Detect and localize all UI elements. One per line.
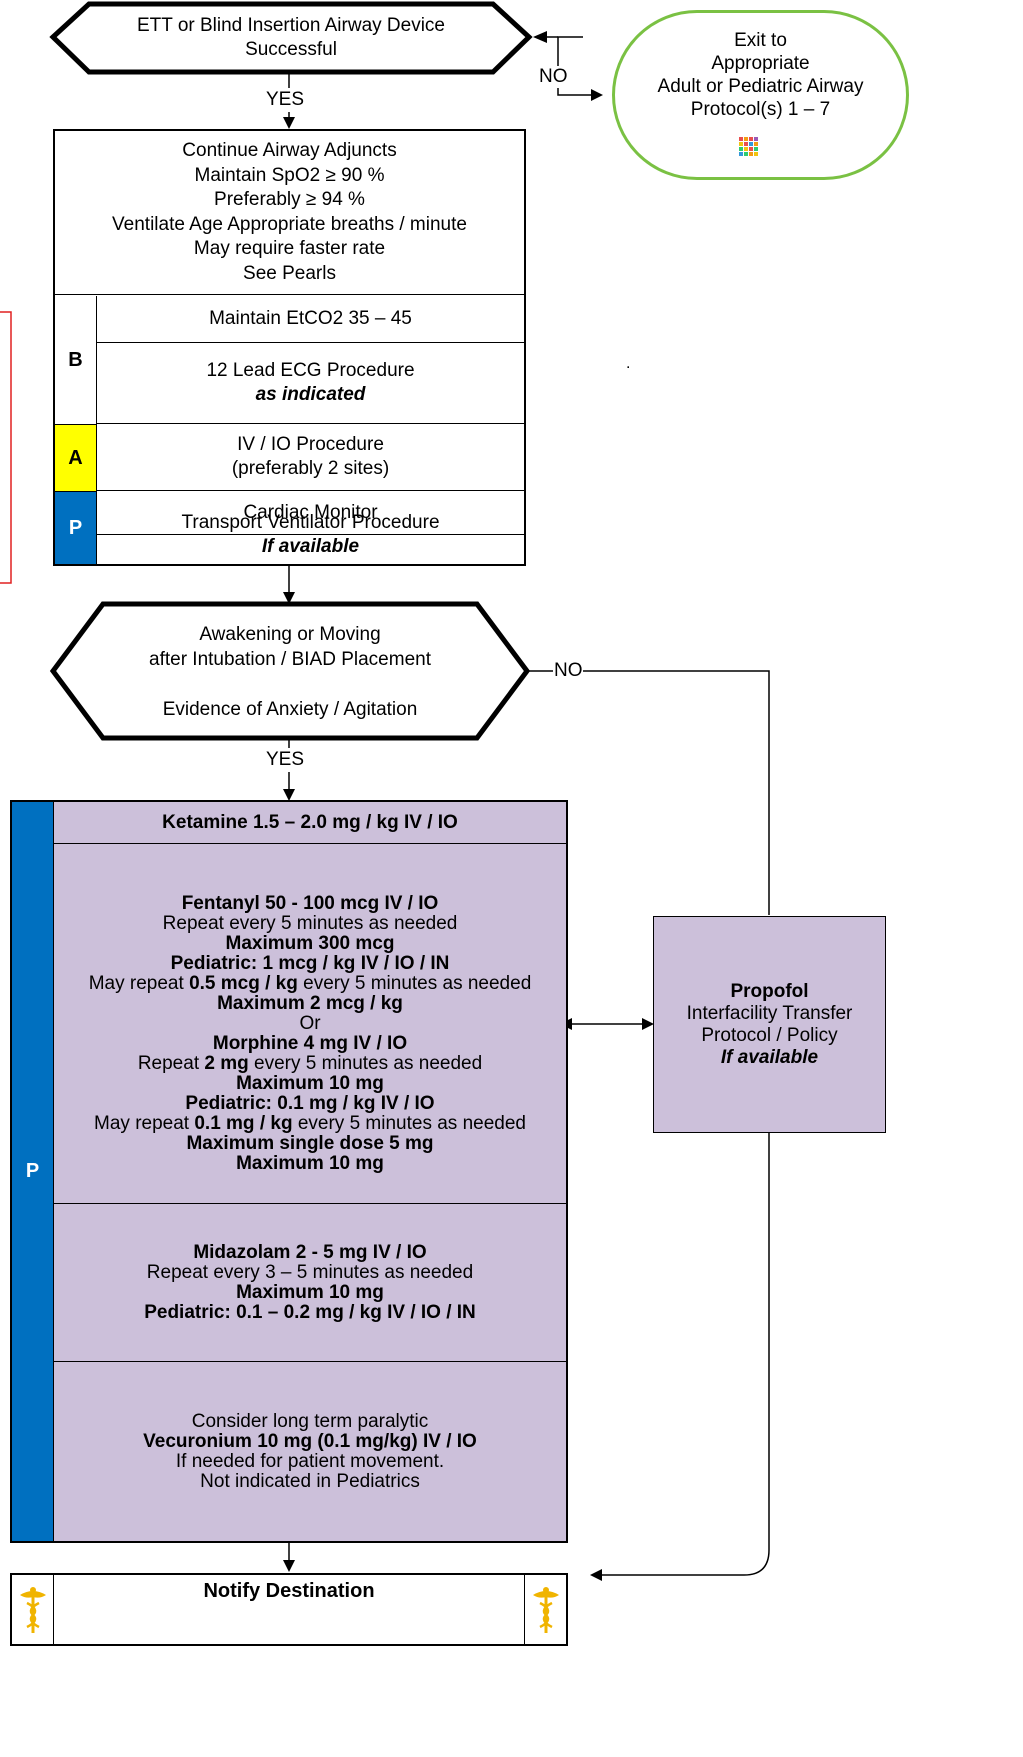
etco2-row: Maintain EtCO2 35 – 45 (97, 296, 524, 343)
continue-line-1: Continue Airway Adjuncts (182, 140, 397, 161)
morphine-l3: Maximum 10 mg (236, 1072, 384, 1094)
vent-text: Transport Ventilator Procedure (181, 512, 440, 533)
level-p-badge: P (55, 491, 97, 564)
decision-mid-text: Awakening or Moving after Intubation / B… (103, 622, 477, 722)
iv-row: IV / IO Procedure (preferably 2 sites) (97, 424, 524, 491)
vecuronium-l3: If needed for patient movement. (175, 1450, 445, 1472)
morphine-l5: May repeat 0.1 mg / kg every 5 minutes a… (94, 1112, 526, 1134)
propofol-l2: Interfacility Transfer (686, 1002, 853, 1024)
continue-line-2: Maintain SpO2 ≥ 90 % (194, 164, 385, 186)
ecg-text: 12 Lead ECG Procedure (206, 360, 415, 381)
continue-line-6: See Pearls (243, 262, 336, 284)
notify-destination-box[interactable]: Notify Destination (10, 1573, 568, 1646)
decision-mid-line3: Evidence of Anxiety / Agitation (162, 699, 418, 720)
level-a-badge: A (55, 424, 97, 491)
medications-box: P Ketamine 1.5 – 2.0 mg / kg IV / IO Fen… (10, 800, 568, 1543)
decision-top-no-label: NO (539, 66, 568, 88)
vecuronium-row: Consider long term paralytic Vecuronium … (54, 1362, 566, 1541)
decision-top-shape (49, 1, 533, 75)
meds-level-p-badge: P (12, 802, 54, 1541)
exit-line-2: Appropriate (711, 53, 810, 74)
continue-airway-text: Continue Airway Adjuncts Maintain SpO2 ≥… (55, 139, 524, 295)
vecuronium-l1: Consider long term paralytic (191, 1410, 429, 1432)
fentanyl-morphine-row: Fentanyl 50 - 100 mcg IV / IO Repeat eve… (54, 844, 566, 1204)
exit-box[interactable]: Exit to Appropriate Adult or Pediatric A… (612, 10, 909, 180)
fentanyl-or: Or (299, 1012, 321, 1034)
iv-note: (preferably 2 sites) (231, 458, 390, 479)
decision-mid-no-label: NO (554, 660, 583, 682)
vent-note: If available (261, 536, 360, 557)
decision-mid-line1: Awakening or Moving (199, 624, 381, 645)
caduceus-icon (19, 1586, 46, 1633)
fentanyl-l3: Maximum 300 mcg (225, 932, 395, 954)
level-b-badge: B (55, 296, 97, 424)
notify-title: Notify Destination (203, 1580, 375, 1602)
ecg-row: 12 Lead ECG Procedure as indicated (97, 343, 524, 424)
morphine-l2: Repeat 2 mg every 5 minutes as needed (137, 1052, 483, 1074)
caduceus-icon (532, 1586, 559, 1633)
stray-dot: . (626, 355, 631, 372)
exit-line-3: Adult or Pediatric Airway (657, 76, 864, 97)
decision-mid-shape (49, 601, 531, 741)
exit-line-4: Protocol(s) 1 – 7 (690, 99, 831, 120)
decision-mid-yes-label: YES (266, 749, 305, 771)
propofol-l3: Protocol / Policy (701, 1024, 838, 1046)
midazolam-row: Midazolam 2 - 5 mg IV / IO Repeat every … (54, 1204, 566, 1362)
midazolam-l2: Repeat every 3 – 5 minutes as needed (146, 1261, 474, 1283)
propofol-box[interactable]: Propofol Interfacility Transfer Protocol… (653, 916, 886, 1133)
fentanyl-l6: Maximum 2 mcg / kg (217, 992, 403, 1014)
red-frame-edge (0, 311, 12, 584)
continue-line-5: May require faster rate (193, 238, 386, 259)
morphine-l6: Maximum single dose 5 mg (186, 1132, 434, 1154)
exit-line-1: Exit to (734, 30, 787, 51)
continue-airway-box: Continue Airway Adjuncts Maintain SpO2 ≥… (53, 129, 526, 566)
vecuronium-l2: Vecuronium 10 mg (0.1 mg/kg) IV / IO (143, 1430, 477, 1452)
level-rows: Maintain EtCO2 35 – 45 12 Lead ECG Proce… (97, 296, 524, 564)
vecuronium-l4: Not indicated in Pediatrics (200, 1470, 420, 1492)
propofol-title: Propofol (730, 980, 809, 1002)
caduceus-icon-left (12, 1575, 54, 1644)
etco2-text: Maintain EtCO2 35 – 45 (209, 308, 412, 329)
continue-line-3: Preferably ≥ 94 % (214, 189, 365, 210)
monitor-text: Cardiac Monitor (243, 501, 378, 523)
decision-top-yes-label: YES (266, 89, 305, 111)
decision-top-line2: Successful (245, 39, 337, 60)
decision-top-line1: ETT or Blind Insertion Airway Device (137, 15, 445, 36)
fentanyl-l4: Pediatric: 1 mcg / kg IV / IO / IN (170, 952, 450, 974)
fentanyl-l1: Fentanyl 50 - 100 mcg IV / IO (181, 892, 439, 914)
vent-text-block: Transport Ventilator Procedure If availa… (97, 511, 524, 559)
decision-mid-line2: after Intubation / BIAD Placement (149, 649, 431, 670)
morphine-l1: Morphine 4 mg IV / IO (212, 1032, 408, 1054)
midazolam-l4: Pediatric: 0.1 – 0.2 mg / kg IV / IO / I… (144, 1301, 476, 1323)
continue-line-4: Ventilate Age Appropriate breaths / minu… (112, 213, 467, 235)
propofol-l4: If available (720, 1046, 819, 1068)
midazolam-l3: Maximum 10 mg (236, 1281, 384, 1303)
grid-icon (739, 137, 758, 156)
decision-top-text: ETT or Blind Insertion Airway Device Suc… (89, 14, 493, 62)
iv-text: IV / IO Procedure (237, 434, 384, 455)
ecg-note: as indicated (255, 384, 366, 405)
ketamine-text: Ketamine 1.5 – 2.0 mg / kg IV / IO (162, 811, 458, 833)
ketamine-row: Ketamine 1.5 – 2.0 mg / kg IV / IO (54, 802, 566, 844)
morphine-l7: Maximum 10 mg (236, 1152, 384, 1174)
fentanyl-l5: May repeat 0.5 mcg / kg every 5 minutes … (88, 972, 532, 994)
meds-rows: Ketamine 1.5 – 2.0 mg / kg IV / IO Fenta… (54, 802, 566, 1541)
morphine-l4: Pediatric: 0.1 mg / kg IV / IO (185, 1092, 435, 1114)
fentanyl-l2: Repeat every 5 minutes as needed (162, 912, 458, 934)
midazolam-l1: Midazolam 2 - 5 mg IV / IO (193, 1241, 427, 1263)
monitor-row: Cardiac Monitor (97, 491, 524, 535)
caduceus-icon-right (524, 1575, 566, 1644)
